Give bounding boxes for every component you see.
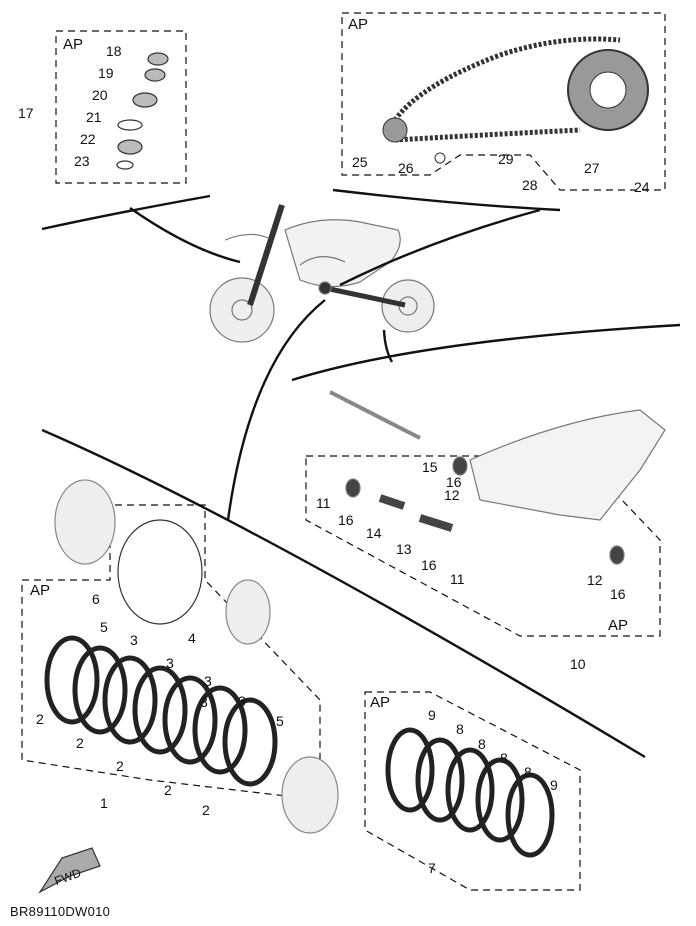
part-number: 5 <box>100 619 108 635</box>
part-number: 12 <box>444 487 460 503</box>
part-number: 1 <box>100 795 108 811</box>
part-number: 23 <box>74 153 90 169</box>
part-number: 3 <box>166 655 174 671</box>
part-number: 3 <box>238 693 246 709</box>
ap-label: AP <box>608 617 629 634</box>
ap-label: AP <box>348 16 369 33</box>
part-number: 10 <box>570 656 586 672</box>
part-number: 20 <box>92 87 108 103</box>
ap-label: AP <box>370 694 391 711</box>
part-number: 21 <box>86 109 102 125</box>
part-number: 27 <box>584 160 600 176</box>
forward-arrow-icon <box>38 847 101 894</box>
swingarm-illustration <box>329 390 666 565</box>
part-number: 16 <box>421 557 437 573</box>
part-number: 16 <box>610 586 626 602</box>
drive-chain-and-sprockets <box>382 36 649 164</box>
part-number: 2 <box>36 711 44 727</box>
part-number: 24 <box>634 179 650 195</box>
part-number: 11 <box>316 495 331 511</box>
part-number: 8 <box>456 721 464 737</box>
part-number: 2 <box>116 758 124 774</box>
part-number: 9 <box>550 777 558 793</box>
swingarm-pivot-parts <box>116 52 169 170</box>
part-number: 3 <box>204 673 212 689</box>
part-number: 8 <box>478 736 486 752</box>
part-number: 8 <box>524 764 532 780</box>
part-number: 25 <box>352 154 368 170</box>
part-number: 19 <box>98 65 114 81</box>
part-number: 22 <box>80 131 96 147</box>
part-number: 13 <box>396 541 412 557</box>
part-number: 7 <box>428 860 436 876</box>
part-number: 16 <box>446 474 462 490</box>
callout-lines <box>41 188 681 759</box>
clutch-plates <box>44 635 555 858</box>
motorcycle-illustration <box>209 204 435 343</box>
clutch-cover-and-hub <box>54 479 339 834</box>
part-number: 15 <box>422 459 438 475</box>
part-number: 6 <box>92 591 100 607</box>
part-number: 18 <box>106 43 122 59</box>
part-number: 12 <box>587 572 603 588</box>
part-number: 2 <box>202 802 210 818</box>
part-number: 9 <box>428 707 436 723</box>
part-number: 5 <box>276 713 284 729</box>
drawing-code: BR89110DW010 <box>10 904 111 919</box>
part-number: 16 <box>338 512 354 528</box>
ap-label: AP <box>30 582 51 599</box>
part-number: 29 <box>498 151 514 167</box>
part-number: 3 <box>130 632 138 648</box>
part-number: 4 <box>188 630 196 646</box>
part-number: 3 <box>200 694 208 710</box>
part-number: 26 <box>398 160 414 176</box>
part-number: 14 <box>366 525 382 541</box>
part-number: 2 <box>164 782 172 798</box>
part-number: 8 <box>500 750 508 766</box>
part-number: 11 <box>450 571 465 587</box>
part-number: 28 <box>522 177 538 193</box>
part-number: 17 <box>18 105 34 121</box>
part-number: 2 <box>76 735 84 751</box>
ap-label: AP <box>63 36 84 53</box>
